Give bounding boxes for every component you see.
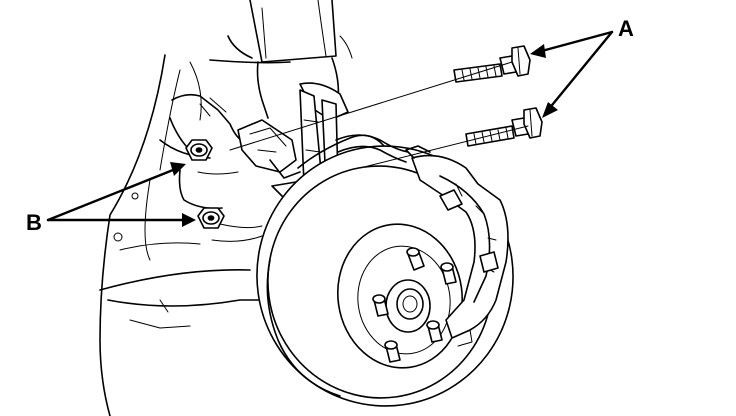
label-a-callout: A — [229, 16, 634, 169]
brake-hose — [335, 134, 409, 163]
bracket-nut-upper — [185, 139, 213, 161]
strut-assembly — [227, 0, 353, 121]
wheel-stud — [384, 340, 401, 363]
wheel-stud — [440, 262, 457, 285]
brake-caliper — [405, 145, 509, 347]
wheel-studs — [372, 247, 457, 363]
wheel-hub — [385, 279, 431, 333]
label-a: A — [618, 16, 634, 41]
wheel-stud — [426, 320, 443, 343]
bracket-nut-lower — [197, 207, 225, 229]
body-structure — [99, 54, 291, 416]
wheel-stud — [406, 247, 425, 271]
label-b-callout: B — [26, 162, 196, 235]
brake-rotor — [256, 145, 514, 407]
caliper-bolt-lower — [465, 107, 543, 147]
label-b: B — [26, 210, 42, 235]
wheel-stud — [372, 294, 389, 317]
